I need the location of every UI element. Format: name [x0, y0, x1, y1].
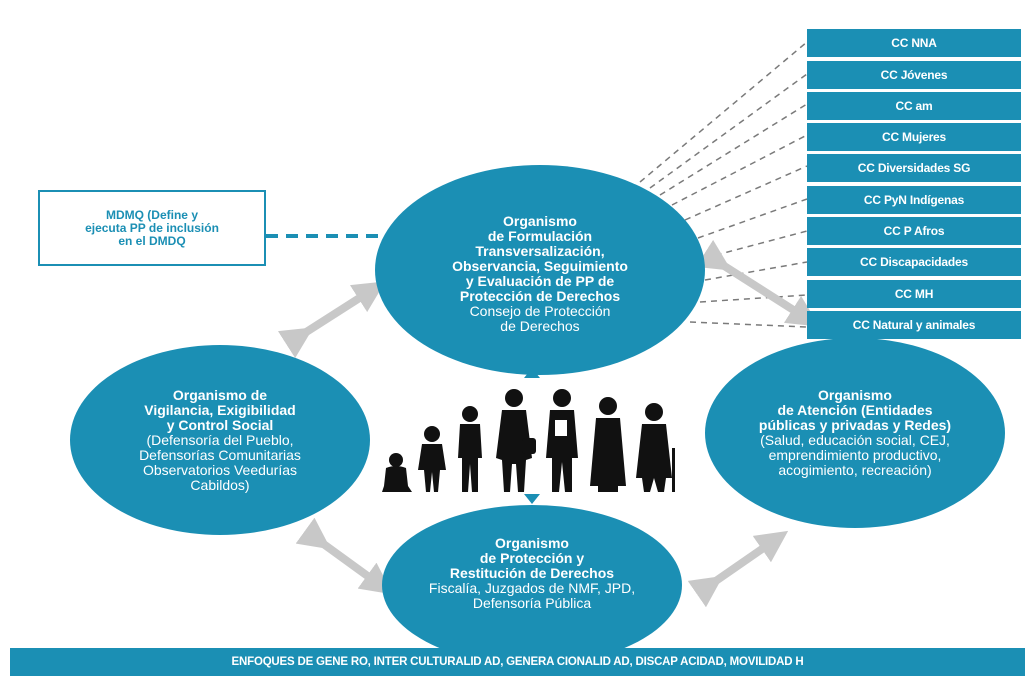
cc-box-afros: CC P Afros: [807, 217, 1021, 245]
left-organism-title: Organismo de Vigilancia, Exigibilidad y …: [144, 386, 296, 433]
boy-silhouette: [458, 406, 482, 492]
cc-box-natural: CC Natural y animales: [807, 311, 1021, 339]
cc-box-mujeres: CC Mujeres: [807, 123, 1021, 151]
baby-silhouette: [382, 453, 412, 492]
woman-silhouette: [496, 389, 536, 492]
left-organism-ellipse: Organismo de Vigilancia, Exigibilidad y …: [70, 345, 370, 535]
arrow-right-bottom: [687, 530, 789, 608]
older-woman-silhouette: [590, 397, 626, 492]
right-organism-ellipse: Organismo de Atención (Entidades pública…: [705, 338, 1005, 528]
arrow-top-right: [695, 239, 820, 327]
cc-box-mh: CC MH: [807, 280, 1021, 308]
people-silhouettes-illustration: [382, 368, 675, 504]
top-organism-title: Organismo de Formulación Transversalizac…: [452, 213, 628, 304]
bottom-organism-ellipse: Organismo de Protección y Restitución de…: [382, 505, 682, 665]
girl-silhouette: [418, 426, 446, 492]
right-organism-title: Organismo de Atención (Entidades pública…: [758, 387, 952, 433]
top-organism-subtitle: Consejo de Protección de Derechos: [469, 303, 611, 334]
arrow-left-bottom: [295, 517, 393, 595]
down-triangle-icon: [524, 494, 540, 504]
right-organism-subtitle: (Salud, educación social, CEJ, emprendim…: [760, 432, 950, 478]
bottom-organism-title: Organismo de Protección y Restitución de…: [449, 534, 615, 581]
elderly-silhouette: [636, 403, 675, 492]
mdmq-box: MDMQ (Define y ejecuta PP de inclusión e…: [38, 190, 266, 266]
footer-approaches-bar: ENFOQUES DE GENE RO, INTER CULTURALID AD…: [10, 648, 1025, 676]
cc-box-am: CC am: [807, 92, 1021, 120]
arrow-left-top: [277, 281, 386, 359]
man-silhouette: [546, 389, 578, 492]
up-triangle-icon: [524, 368, 540, 378]
double-arrows: [277, 239, 820, 608]
cc-box-jovenes: CC Jóvenes: [807, 61, 1021, 89]
bottom-organism-subtitle: Fiscalía, Juzgados de NMF, JPD, Defensor…: [428, 579, 636, 611]
left-organism-subtitle: (Defensoría del Pueblo, Defensorías Comu…: [139, 431, 301, 493]
top-organism-ellipse: Organismo de Formulación Transversalizac…: [375, 165, 705, 375]
cc-box-nna: CC NNA: [807, 29, 1021, 57]
cc-box-discapacidades: CC Discapacidades: [807, 248, 1021, 276]
cc-box-indigenas: CC PyN Indígenas: [807, 186, 1021, 214]
cc-box-diversidades: CC Diversidades SG: [807, 154, 1021, 182]
